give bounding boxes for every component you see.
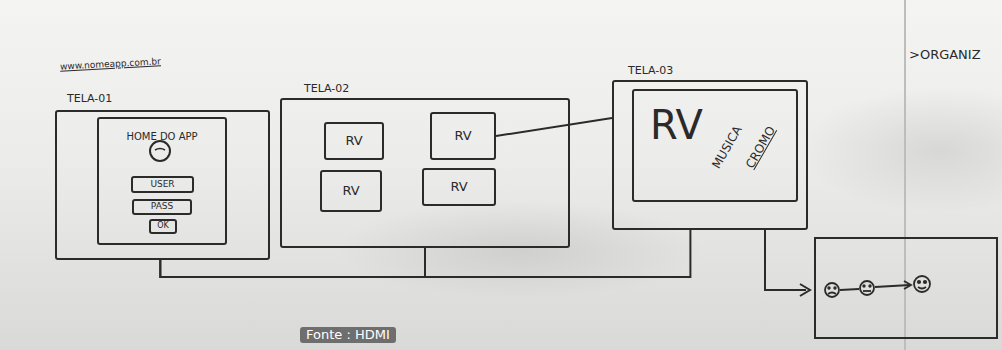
navigation-bus [160,230,690,277]
box-label: RV [345,134,362,148]
box-label: RV [342,184,359,198]
side-note: >ORGANIZ [909,48,981,62]
flow-arrow [765,230,806,290]
logo-circle [150,141,170,161]
screen-title: HOME DO APP [99,131,225,142]
screen-frame: TELA-01HOME DO APPUSERPASSOK [55,110,270,260]
thumbnail-card: RV [324,122,384,160]
phone-screen: HOME DO APP USER PASS OK [97,117,227,245]
screen-frame: TELA-02RVRVRVRV [280,98,570,248]
screen-frame: TELA-03RVMUSICACROMO [612,80,808,230]
screen-title: TELA-03 [628,65,673,77]
thumbnail-card: RV [422,168,496,206]
input-field: PASS [132,199,192,215]
screen-title: TELA-01 [67,93,112,105]
source-overlay: Fonte : HDMI [300,327,396,343]
input-field: USER [131,176,194,193]
mood-box [815,238,997,338]
box-label: RV [450,180,467,194]
detail-panel: RVMUSICACROMO [632,89,798,202]
arrow-head [800,284,810,296]
mood-faces [825,276,930,297]
box-label: OK [157,222,169,231]
box-label: CROMO [744,124,778,170]
url-note: www.nomeapp.com.br [60,57,161,72]
box-label: MUSICA [710,124,745,171]
screen-title: TELA-02 [304,83,349,95]
thumbnail-card: RV [430,112,496,160]
button: OK [149,219,177,234]
box-label: PASS [151,202,173,212]
box-label: RV [454,129,471,143]
thumbnail-card: RV [320,170,382,212]
box-label: USER [150,180,174,190]
logo-scribble [155,149,165,151]
box-label: RV [650,103,703,147]
navigation-link [496,118,612,136]
board-seam [904,0,906,350]
navigation-bus [160,248,425,277]
